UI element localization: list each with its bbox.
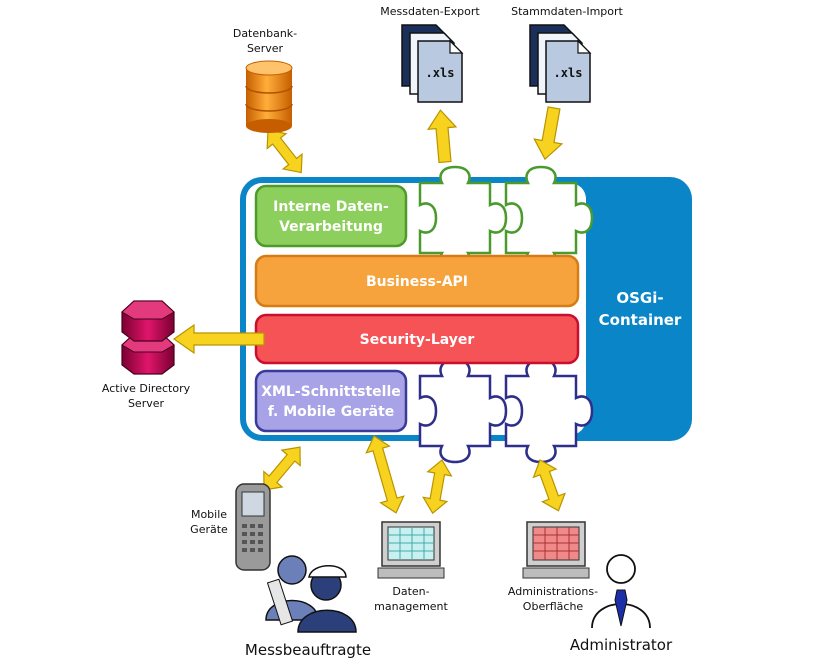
- datamgmt-label-1: Daten-: [392, 585, 429, 598]
- db-label-1: Datenbank-: [233, 27, 297, 40]
- import-file-ext: .xls: [554, 66, 583, 80]
- layer-internal-processing: Interne Daten- Verarbeitung: [254, 184, 408, 248]
- mobile-label-1: Mobile: [191, 508, 227, 521]
- puzzle-pieces-bottom: [418, 358, 594, 464]
- administrator-icon: [591, 554, 651, 629]
- active-directory-icon: [121, 300, 175, 375]
- database-icon: [245, 60, 293, 133]
- puzzle-pieces-top: [418, 165, 594, 271]
- db-label-2: Server: [247, 42, 284, 55]
- layer-security: Security-Layer: [254, 313, 580, 365]
- administrator-label: Administrator: [570, 636, 673, 654]
- people-icon: [265, 555, 357, 633]
- arrow-admin: [532, 459, 566, 512]
- layer-internal-line1: Interne Daten-: [273, 199, 389, 215]
- layer-xml-line1: XML-Schnittstelle: [261, 384, 401, 400]
- layer-security-label: Security-Layer: [360, 332, 475, 348]
- osgi-container-label-1: OSGi-: [616, 289, 663, 307]
- layer-xml-line2: f. Mobile Geräte: [268, 404, 395, 420]
- ad-label-2: Server: [128, 397, 165, 410]
- arrow-messbeauftragte: [365, 435, 405, 514]
- arrow-mobile: [263, 446, 301, 491]
- export-file-ext: .xls: [426, 66, 455, 80]
- arrow-import: [533, 106, 564, 161]
- arrows: [172, 106, 566, 515]
- computer-icon-datamgmt: [377, 521, 445, 579]
- messbeauftragte-label: Messbeauftragte: [245, 641, 371, 659]
- mobile-label-2: Geräte: [190, 523, 228, 536]
- layer-business-api: Business-API: [254, 254, 580, 308]
- layer-internal-line2: Verarbeitung: [279, 219, 383, 235]
- adminui-label-2: Oberfläche: [523, 600, 584, 613]
- mobile-device-icon: [235, 483, 271, 571]
- computer-icon-admin: [522, 521, 590, 579]
- arrow-db: [266, 129, 303, 174]
- layer-business-label: Business-API: [366, 274, 468, 290]
- osgi-container-label-2: Container: [599, 311, 682, 329]
- document-stack-icon-import: .xls: [529, 24, 592, 103]
- ad-label-1: Active Directory: [102, 382, 191, 395]
- layer-xml-interface: XML-Schnittstelle f. Mobile Geräte: [254, 369, 408, 433]
- datamgmt-label-2: management: [374, 600, 448, 613]
- arrow-datamgmt: [422, 459, 453, 515]
- adminui-label-1: Administrations-: [508, 585, 598, 598]
- document-stack-icon-export: .xls: [401, 24, 464, 103]
- arrow-export: [426, 109, 458, 164]
- import-label: Stammdaten-Import: [511, 5, 623, 18]
- arrow-ad: [172, 323, 265, 355]
- export-label: Messdaten-Export: [380, 5, 480, 18]
